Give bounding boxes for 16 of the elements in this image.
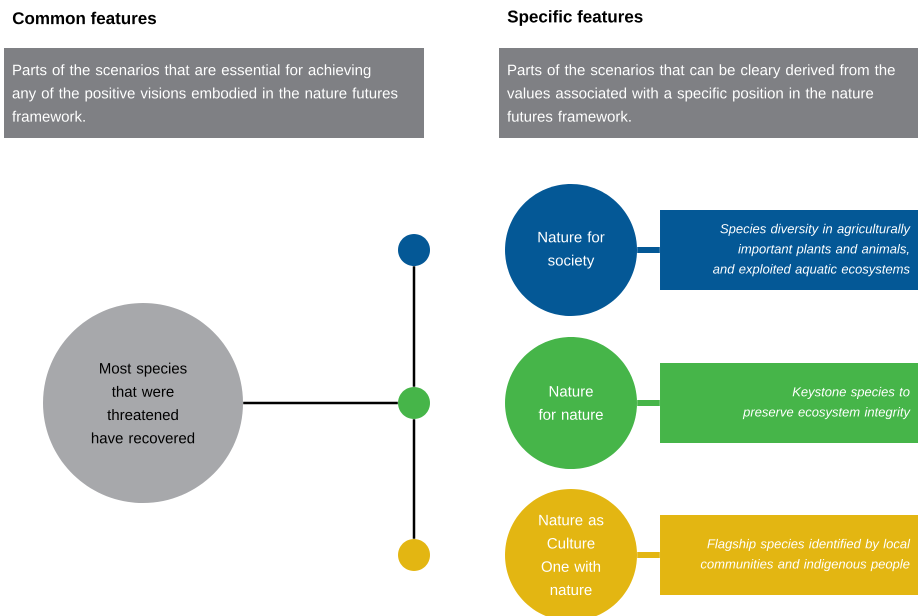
dot bbox=[398, 234, 430, 266]
text-box: Parts of the scenarios that can be cleary derived from the values associated with a specific position in the nature futures framework. bbox=[499, 48, 918, 138]
dot bbox=[398, 539, 430, 571]
connector-line bbox=[412, 266, 416, 387]
connector-line bbox=[243, 402, 398, 404]
description-box: Keystone species to preserve ecosystem integrity bbox=[660, 363, 918, 443]
connector-line bbox=[637, 552, 660, 558]
connector-line bbox=[637, 247, 660, 253]
text-box: Parts of the scenarios that are essential for achieving any of the positive visions embodied in the nature futures framework. bbox=[4, 48, 424, 138]
dot bbox=[398, 387, 430, 419]
connector-line bbox=[412, 419, 416, 539]
connector-line bbox=[637, 400, 660, 406]
heading: Specific features bbox=[508, 10, 643, 26]
description-box: Flagship species identified by local communities and indigenous people bbox=[660, 515, 918, 595]
description-box: Species diversity in agriculturally important plants and animals, and exploited aquatic ecosystems bbox=[660, 210, 918, 290]
heading: Common features bbox=[12, 12, 156, 24]
